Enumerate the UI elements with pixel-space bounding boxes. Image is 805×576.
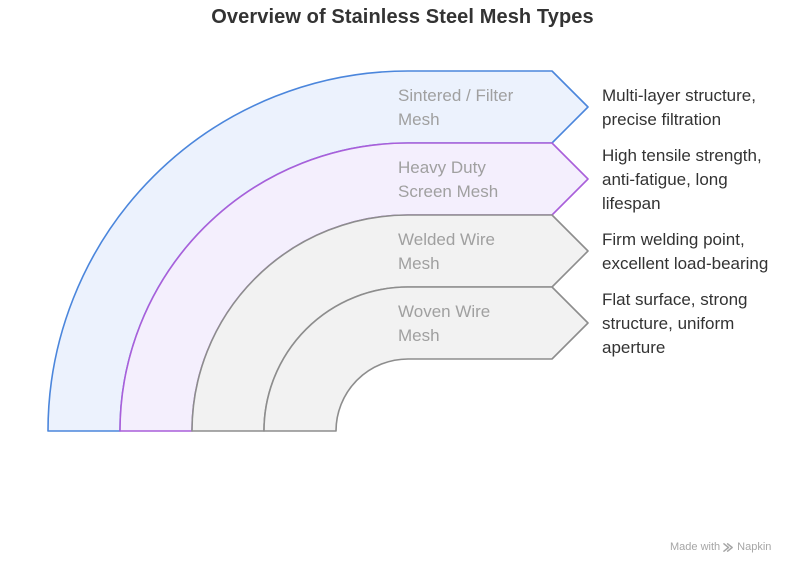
layer-description-heavy-duty: High tensile strength, anti-fatigue, lon… [602,146,762,213]
layer-label-heavy-duty: Heavy Duty Screen Mesh [398,158,499,201]
made-with-napkin-footer: Made with Napkin [670,541,771,553]
diagram-title: Overview of Stainless Steel Mesh Types [211,6,594,28]
layer-label-sintered-filter: Sintered / Filter Mesh [398,86,514,129]
layer-label-welded-wire: Welded Wire Mesh [398,230,495,273]
layer-band-woven-wire [263,286,589,432]
made-with-text: Made with [670,541,721,553]
layer-description-welded-wire: Firm welding point, excellent load-beari… [602,230,769,273]
layer-description-woven-wire: Flat surface, strong structure, uniform … [602,290,748,357]
layer-label-woven-wire: Woven Wire Mesh [398,302,491,345]
napkin-logo-icon [723,542,734,552]
napkin-brand-text: Napkin [737,541,772,553]
layer-description-sintered-filter: Multi-layer structure, precise filtratio… [602,86,756,129]
